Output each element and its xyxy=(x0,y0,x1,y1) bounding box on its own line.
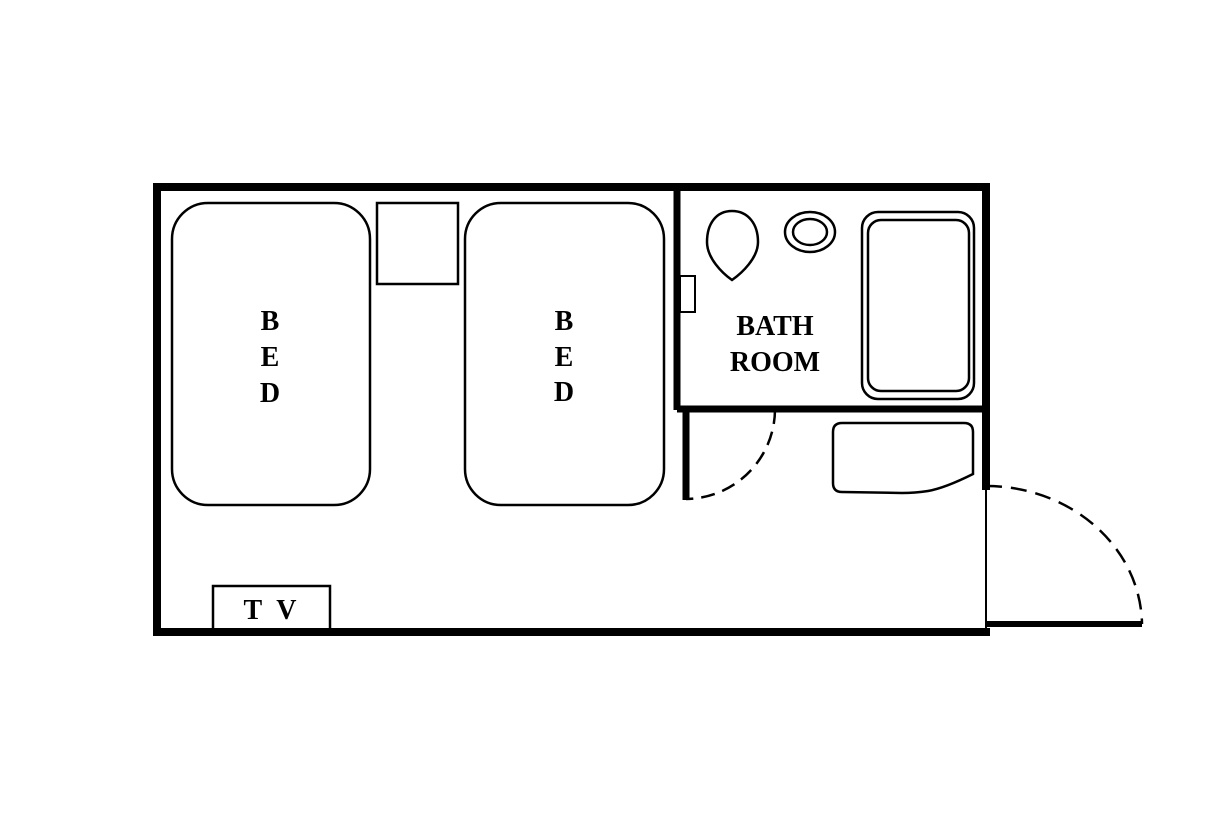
tv-label: T V xyxy=(244,595,301,626)
bed-right-label-b: B xyxy=(555,306,574,337)
bed-left-label-b: B xyxy=(261,306,280,337)
bed-left-label-e: E xyxy=(261,342,280,373)
bed-right-label-d: D xyxy=(554,377,574,408)
nightstand xyxy=(375,201,460,286)
bathtub-outer xyxy=(860,210,976,401)
bathroom-label-line1: BATH xyxy=(736,311,813,342)
bed-left-label-d: D xyxy=(260,378,280,409)
sink-inner-icon xyxy=(791,217,829,247)
bathroom-door-swing-arc xyxy=(685,409,777,501)
counter xyxy=(831,421,975,495)
bathtub-inner xyxy=(866,218,971,393)
wall-switch xyxy=(679,275,696,313)
bed-right-label-e: E xyxy=(555,342,574,373)
bathroom-walls xyxy=(673,187,986,500)
tv-stand xyxy=(211,584,332,633)
entrance-door-swing-arc xyxy=(985,484,1144,625)
bed-right xyxy=(463,201,666,507)
toilet-icon xyxy=(705,209,760,282)
bed-left xyxy=(170,201,372,507)
bathroom-label-line2: ROOM xyxy=(730,347,820,378)
sink-outer-icon xyxy=(783,210,837,254)
